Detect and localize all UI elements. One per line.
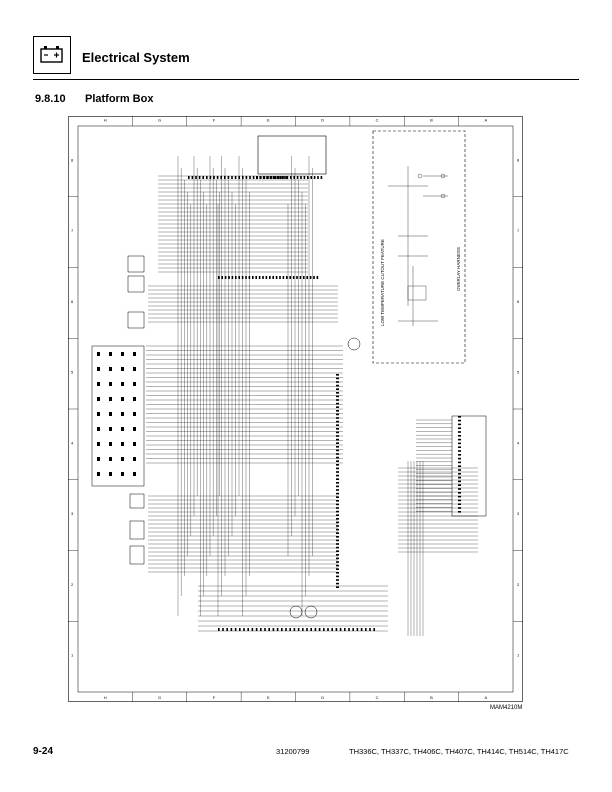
document-number: 31200799 bbox=[276, 747, 310, 756]
border-letter-B: B bbox=[430, 118, 433, 123]
section-title: Platform Box bbox=[85, 93, 154, 105]
border-number-1: 1 bbox=[517, 653, 520, 658]
border-letter-H: H bbox=[104, 118, 107, 123]
border-number-7: 7 bbox=[517, 228, 520, 233]
lower-right-connector bbox=[451, 415, 487, 517]
border-letter-F: F bbox=[213, 695, 216, 700]
border-letter-D: D bbox=[321, 118, 324, 123]
border-number-8: 8 bbox=[517, 157, 520, 162]
overlay-harness-label: OVERLAY HARNESS bbox=[456, 247, 461, 291]
module-box-top bbox=[257, 135, 327, 175]
round-connectors bbox=[289, 337, 361, 619]
border-number-4: 4 bbox=[517, 440, 520, 445]
overlay-harness-area bbox=[372, 130, 466, 364]
low-temp-cutout-label: LOW TEMPERATURE CUTOUT FEATURE bbox=[380, 239, 385, 326]
border-number-6: 6 bbox=[71, 299, 74, 304]
switch-panel bbox=[91, 345, 145, 487]
border-letter-C: C bbox=[376, 695, 379, 700]
border-number-7: 7 bbox=[71, 228, 74, 233]
border-letter-B: B bbox=[430, 695, 433, 700]
border-letter-C: C bbox=[376, 118, 379, 123]
border-letter-A: A bbox=[484, 695, 487, 700]
border-number-5: 5 bbox=[71, 370, 74, 375]
wiring-diagram: H H G G F F E E D D C C B B A A 8 8 7 7 6 6 5 5 4 4 3 3 2 2 1 1 LOW TEM… bbox=[68, 116, 523, 702]
battery-icon bbox=[33, 36, 71, 74]
border-letter-E: E bbox=[267, 118, 270, 123]
border-number-3: 3 bbox=[71, 511, 74, 516]
page-header-title: Electrical System bbox=[82, 50, 190, 65]
border-letter-H: H bbox=[104, 695, 107, 700]
model-list: TH336C, TH337C, TH406C, TH407C, TH414C, … bbox=[349, 747, 569, 756]
section-number: 9.8.10 bbox=[35, 93, 66, 105]
header-rule bbox=[33, 79, 579, 80]
border-letter-D: D bbox=[321, 695, 324, 700]
left-connectors bbox=[127, 255, 145, 565]
border-number-2: 2 bbox=[517, 582, 520, 587]
border-letter-E: E bbox=[267, 695, 270, 700]
border-number-3: 3 bbox=[517, 511, 520, 516]
border-number-1: 1 bbox=[71, 653, 74, 658]
border-letter-G: G bbox=[158, 695, 161, 700]
border-number-5: 5 bbox=[517, 370, 520, 375]
border-number-4: 4 bbox=[71, 440, 74, 445]
border-number-8: 8 bbox=[71, 157, 74, 162]
border-letter-F: F bbox=[213, 118, 216, 123]
border-letter-G: G bbox=[158, 118, 161, 123]
cutout-circuit bbox=[388, 166, 448, 326]
border-number-6: 6 bbox=[517, 299, 520, 304]
page-number: 9-24 bbox=[33, 746, 54, 757]
figure-id: MAM4210M bbox=[490, 705, 523, 711]
border-number-2: 2 bbox=[71, 582, 74, 587]
border-letter-A: A bbox=[484, 118, 487, 123]
